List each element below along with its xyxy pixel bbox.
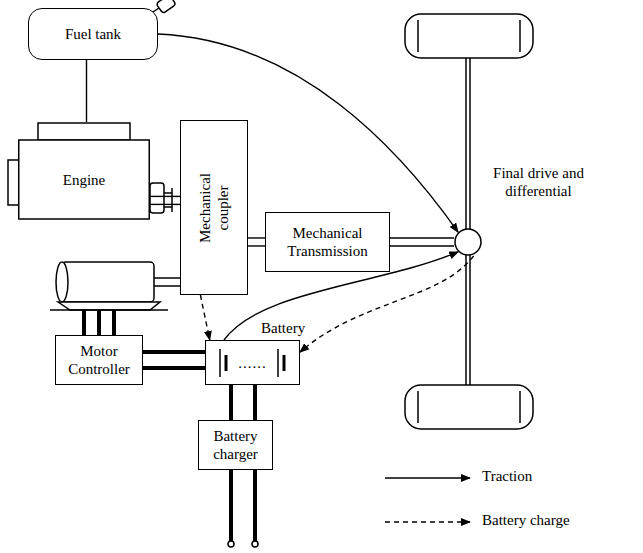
battery: Battery...... <box>205 340 300 385</box>
box-label: Engine <box>63 171 106 189</box>
power-wire <box>231 385 255 420</box>
drive-shaft <box>248 238 265 246</box>
electric-motor <box>50 262 180 310</box>
motor-controller: Motor Controller <box>55 335 143 385</box>
engine: Engine <box>18 122 150 220</box>
node-label: Battery <box>261 319 305 337</box>
power-wire <box>143 352 205 368</box>
box-label: Fuel tank <box>65 25 121 43</box>
legend-label: Battery charge <box>482 512 570 529</box>
final-drive-circle: Final drive and differential <box>454 228 482 256</box>
drive-shaft <box>390 238 454 246</box>
final-drive-circle-outline <box>454 228 482 256</box>
wheel <box>405 14 533 429</box>
box-label: Mechanical Transmission <box>271 224 384 260</box>
plug-terminal <box>228 541 258 547</box>
box-label: Battery charger <box>204 427 267 463</box>
battery-charger: Battery charger <box>198 420 273 470</box>
cell-dots: ...... <box>238 354 267 372</box>
mechanical-coupler: Mechanical coupler <box>180 120 248 295</box>
axle <box>466 58 470 385</box>
box-label: Mechanical coupler <box>196 158 232 258</box>
engine-outline <box>18 122 150 220</box>
traction-arrow <box>86 60 87 122</box>
motor-wire <box>84 310 114 335</box>
legend-charge-sample <box>385 521 470 522</box>
legend-label: Traction <box>482 468 532 485</box>
box-label: Motor Controller <box>61 342 137 378</box>
legend-traction-sample <box>385 477 470 478</box>
fuel-tank: Fuel tank <box>28 8 158 60</box>
charge-arrow <box>200 295 209 340</box>
drive-shaft <box>150 196 180 204</box>
transmission-box: Mechanical Transmission <box>265 212 390 272</box>
charger-wire <box>231 470 255 541</box>
node-label: Final drive and differential <box>476 164 601 200</box>
